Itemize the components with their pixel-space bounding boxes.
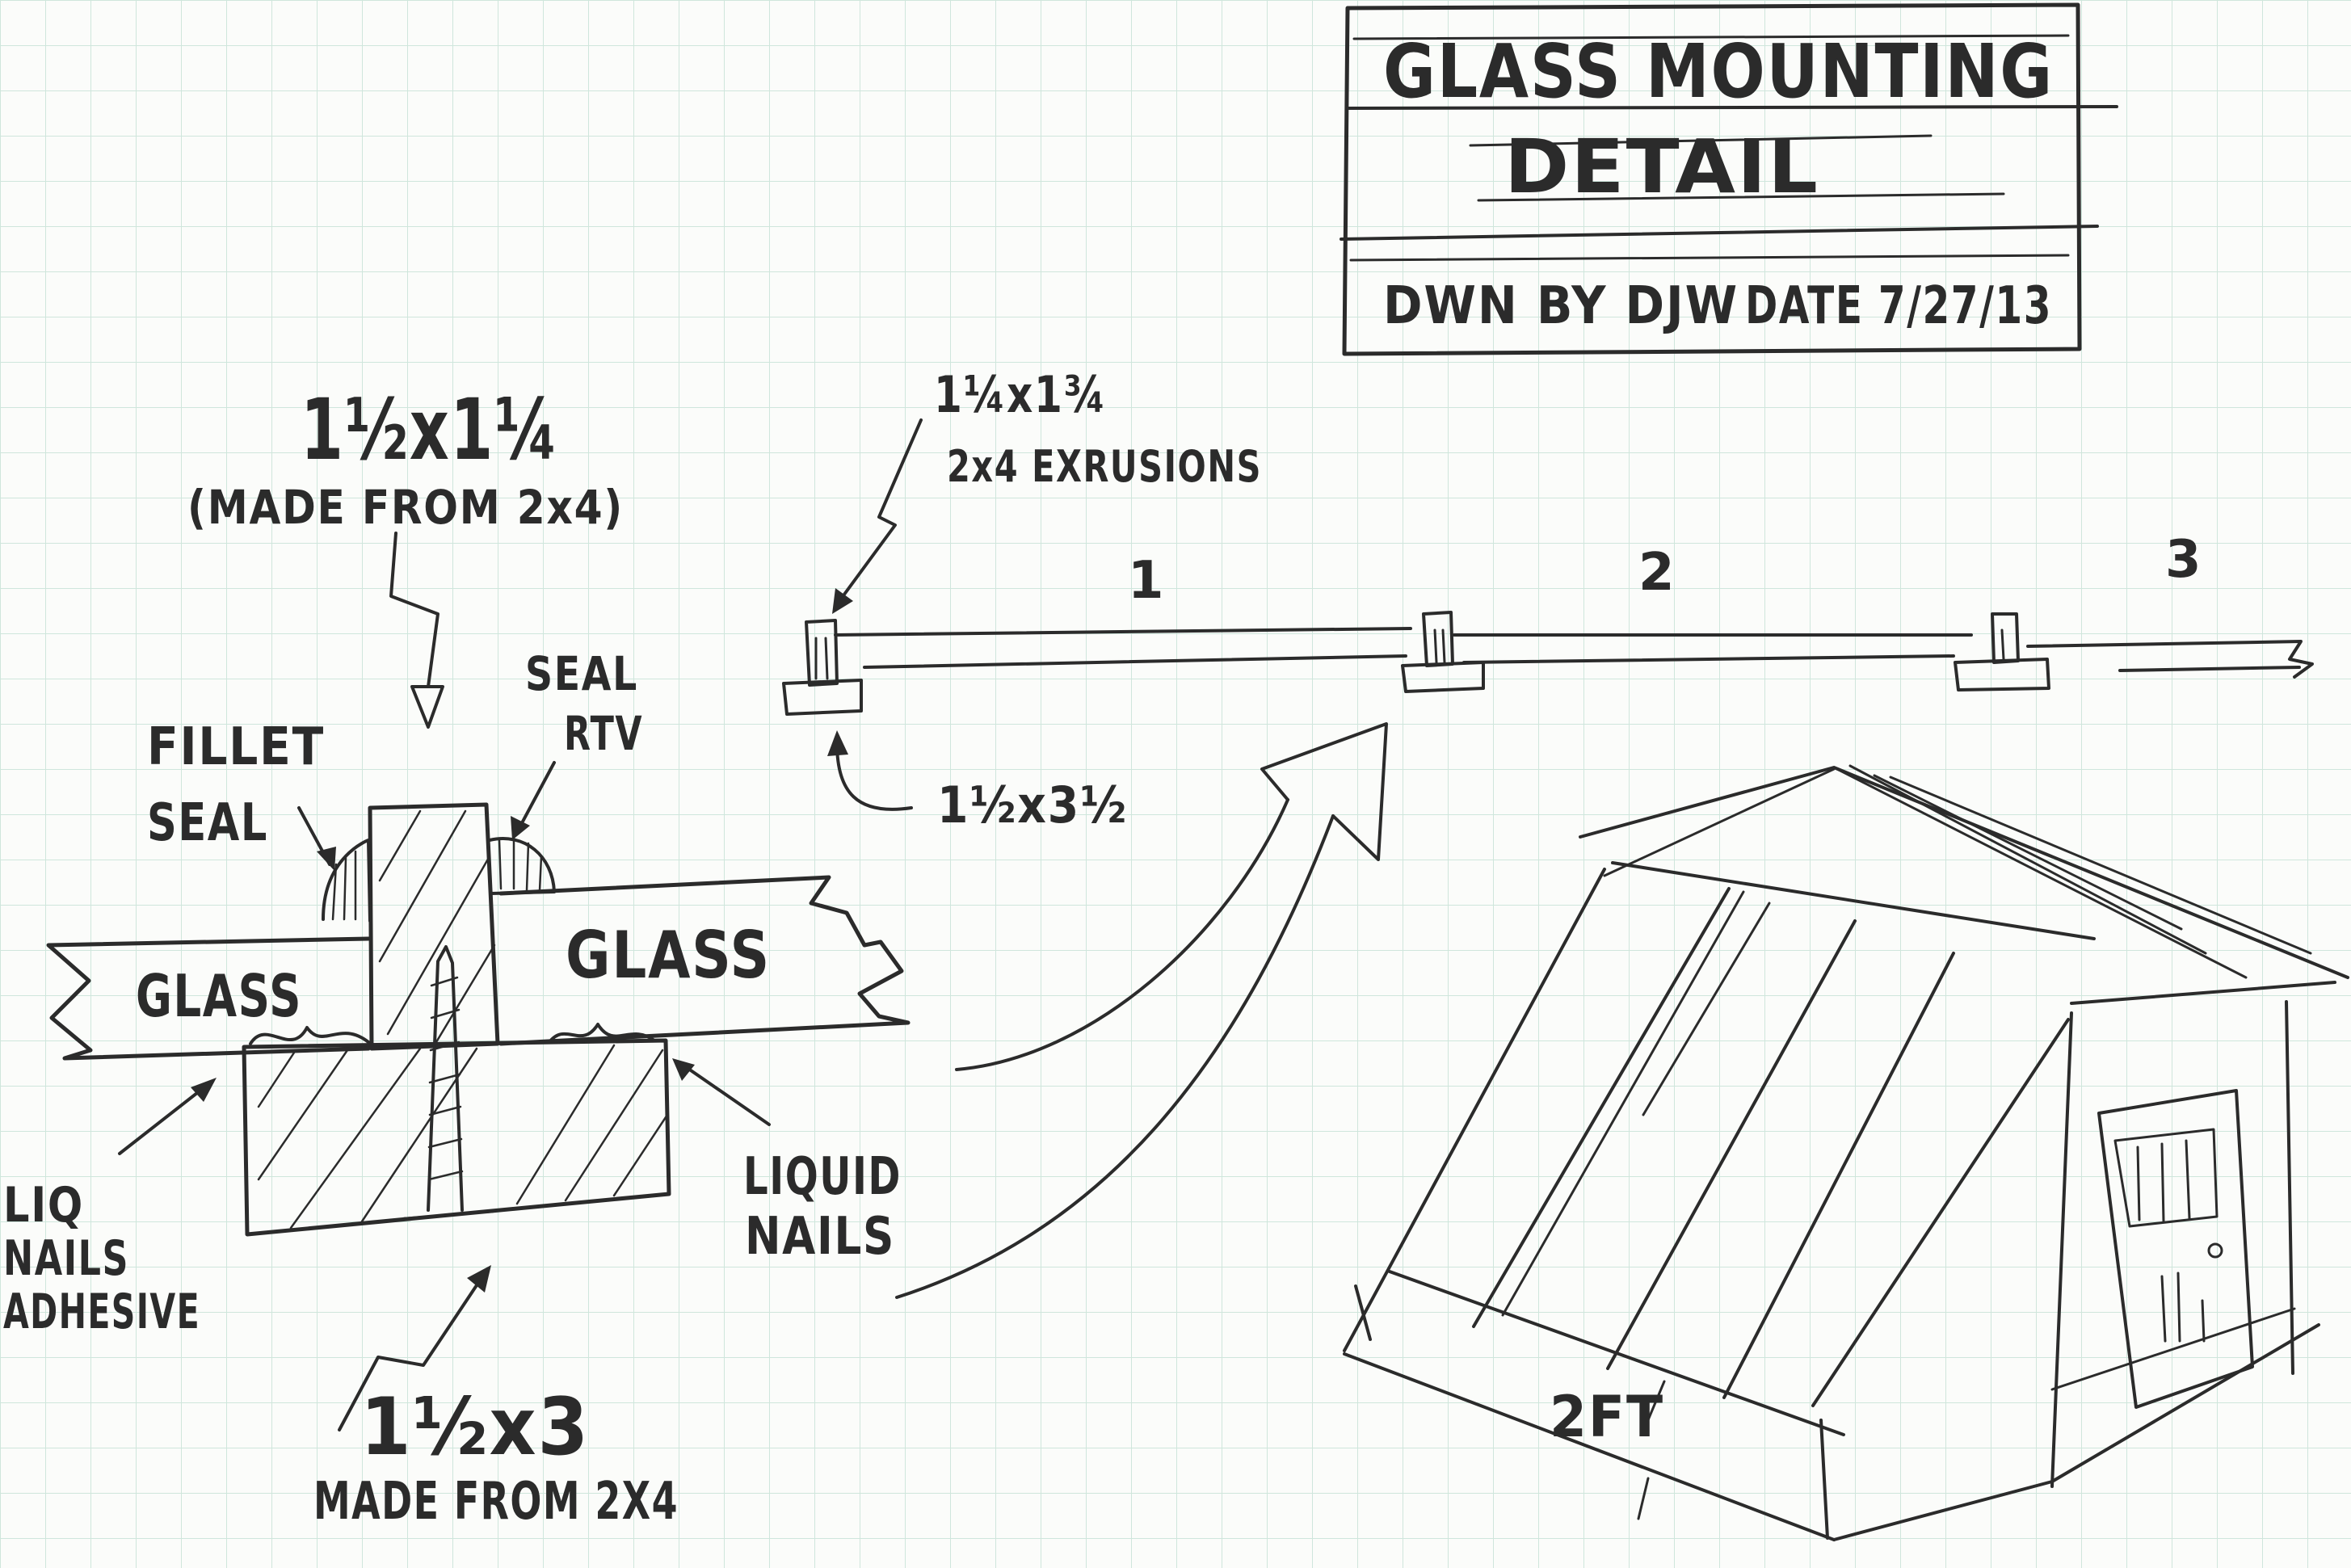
greenhouse-sketch: 2FT [1343, 764, 2349, 1541]
fillet-seal-left [322, 839, 372, 923]
panel-2-label: 2 [1638, 543, 1676, 603]
section-detail: 1½x1¼ (MADE FROM 2x4) SEAL RTV FILLET SE… [3, 380, 911, 1532]
rtv-label: RTV [564, 706, 643, 761]
glass-left [46, 936, 371, 1061]
drawn-by-label: DWN BY DJW [1383, 276, 1739, 336]
extrusion-2 [1401, 611, 1485, 693]
title-line-1: GLASS MOUNTING [1383, 28, 2054, 115]
fastener [427, 945, 464, 1212]
extrusion-top-dimension: 1¼x1¾ [934, 365, 1107, 424]
glass-right [498, 875, 911, 1046]
seal-label: SEAL [525, 646, 638, 701]
title-line-2: DETAIL [1504, 124, 1819, 210]
connector-arrow [895, 722, 1388, 1299]
extrusion-3 [1954, 612, 2050, 692]
adhesive-left [249, 1026, 370, 1045]
liq-label: LIQ [3, 1177, 84, 1234]
top-member-dimension: 1½x1¼ [301, 380, 559, 479]
base-wood-grain [257, 1044, 669, 1230]
panel-1-label: 1 [1128, 551, 1166, 611]
extrusion-top-note: 2x4 EXRUSIONS [947, 441, 1262, 492]
top-member-note: (MADE FROM 2x4) [187, 480, 624, 535]
fillet-label: FILLET [147, 717, 325, 777]
extrusion-view: 1¼x1¾ 2x4 EXRUSIONS 1½x3½ 1 2 3 [782, 365, 2314, 834]
title-block: GLASS MOUNTING DETAIL DWN BY DJW DATE 7/… [1340, 2, 2118, 356]
panel-3-label: 3 [2165, 530, 2203, 590]
top-member [368, 802, 500, 1051]
glass-right-label: GLASS [566, 918, 771, 993]
adhesive-right [548, 1023, 656, 1044]
width-dimension: 2FT [1550, 1384, 1664, 1450]
base-member-dimension: 1½x3 [360, 1381, 590, 1473]
door [2097, 1089, 2254, 1409]
top-wood-grain [378, 809, 496, 1044]
base-member-note: MADE FROM 2X4 [313, 1472, 679, 1532]
adhesive-label: ADHESIVE [3, 1284, 200, 1340]
glass-left-label: GLASS [136, 962, 302, 1030]
liquid-nails-label: NAILS [745, 1207, 895, 1267]
extrusion-base-dimension: 1½x3½ [937, 776, 1128, 834]
fillet-seal-label: SEAL [147, 793, 268, 853]
date-label: DATE 7/27/13 [1745, 276, 2052, 336]
liquid-label: LIQUID [743, 1147, 902, 1207]
nails-label: NAILS [3, 1230, 129, 1287]
rtv-seal-right [488, 837, 556, 895]
extrusion-1 [782, 619, 863, 716]
